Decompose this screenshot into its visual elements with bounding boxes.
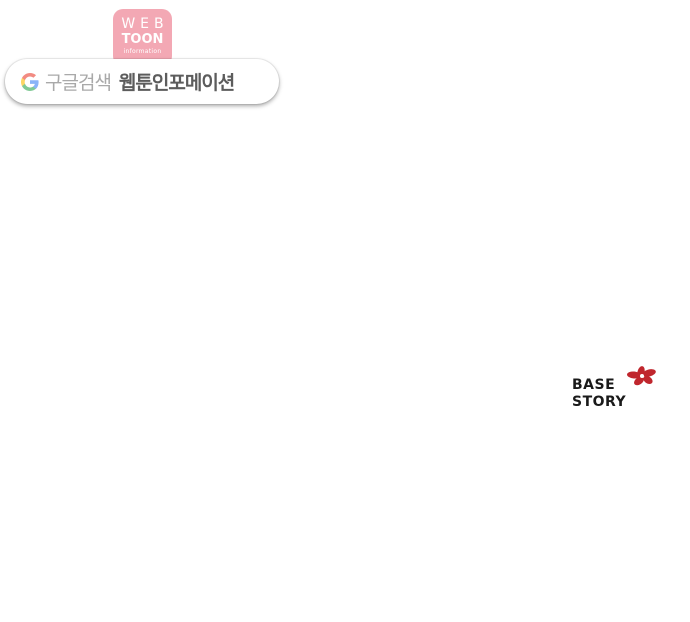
basestory-line2: STORY bbox=[572, 394, 627, 410]
search-bar[interactable]: 구글검색 웹툰인포메이션 bbox=[5, 59, 279, 104]
webtoon-logo-line3: information bbox=[123, 48, 162, 55]
flower-icon bbox=[622, 365, 660, 387]
webtoon-logo-line1: WEB bbox=[121, 16, 169, 32]
basestory-line1: BASE bbox=[572, 377, 616, 393]
webtoon-logo-line2: TOON bbox=[121, 32, 164, 47]
google-g-icon bbox=[19, 71, 41, 93]
basestory-logo: BASE STORY bbox=[572, 365, 662, 413]
search-query: 웹툰인포메이션 bbox=[118, 72, 235, 94]
search-label: 구글검색 bbox=[45, 72, 112, 94]
basestory-wordmark: BASE STORY bbox=[572, 377, 626, 411]
webtoon-logo: WEB TOON information bbox=[113, 9, 172, 66]
